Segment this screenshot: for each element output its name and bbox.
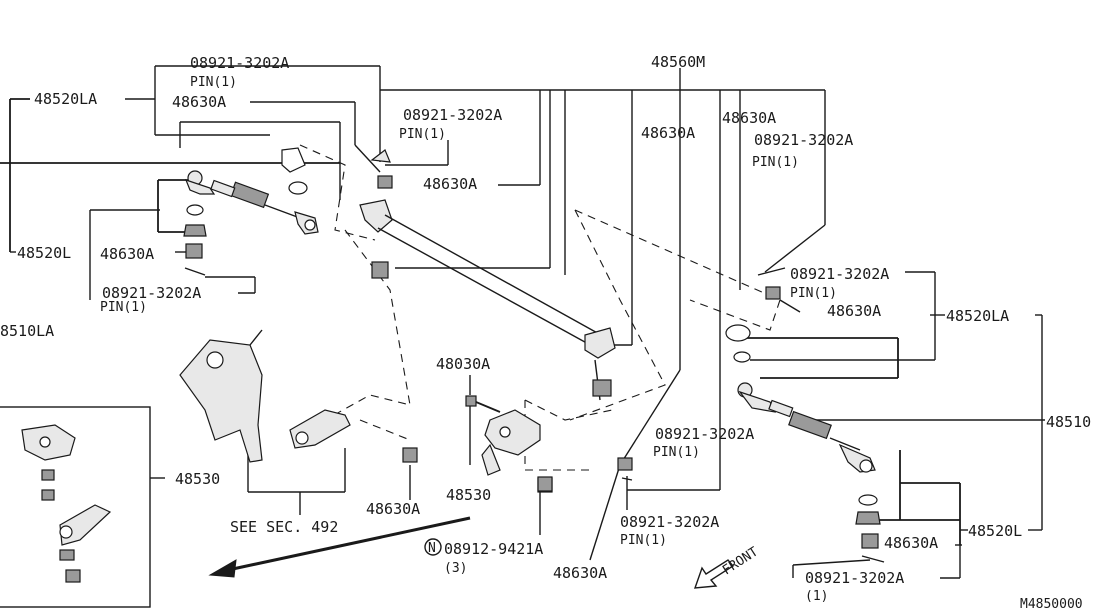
svg-text:N: N [428,541,436,556]
label-48030a: 48030A [436,355,490,373]
label-48630a-upper-center: 48630A [423,175,477,193]
label-front: FRONT [720,544,761,578]
label-48630a-bottom-center: 48630A [553,564,607,582]
label-pin-f: PIN(1) [653,445,700,460]
part-shapes [0,147,885,608]
label-48530-left: 48530 [175,470,220,488]
inset-detail [0,406,151,608]
label-pin-h: (1) [805,589,828,604]
leader-lines [0,65,1045,579]
front-arrow-icon [693,559,735,589]
label-pin-g: PIN(1) [620,533,667,548]
see-section-arrow [208,516,471,578]
label-48510-right: 48510 [1046,413,1091,431]
label-see-sec-492: SEE SEC. 492 [230,518,338,536]
label-48630a-left: 48630A [100,245,154,263]
circled-n-icon: N [424,538,442,556]
label-48520l-left: 48520L [17,244,71,262]
pitman-arm [289,409,418,463]
label-48630a-center: 48630A [641,124,695,142]
label-part-08921-c: 08921-3202A [754,131,853,149]
callout-labels: 48560M 48520LA 48630A 08921-3202A PIN(1)… [0,53,1091,612]
label-part-08921-a: 08921-3202A [190,54,289,72]
label-48510la: 8510LA [0,322,54,340]
bolt-08912 [537,476,553,492]
label-pin-a: PIN(1) [190,75,237,90]
label-part-08921-b: 08921-3202A [403,106,502,124]
left-tie-rod-assembly [183,170,319,276]
relay-rod [377,214,616,397]
label-diagram-code: M4850000 [1020,597,1083,612]
right-tie-rod-assembly [737,382,885,563]
label-part-08921-g: 08921-3202A [620,513,719,531]
label-pin-b: PIN(1) [399,127,446,142]
steering-gear-box [179,329,263,463]
label-48520la-right: 48520LA [946,307,1009,325]
label-48630a-bottom-right: 48630A [884,534,938,552]
label-pin-e: PIN(1) [790,286,837,301]
dashed-assembly-outlines [299,144,781,471]
label-pin-d: PIN(1) [100,300,147,315]
label-48630a-upper-right: 48630A [722,109,776,127]
upper-ball-studs [281,147,393,279]
label-48630a-top-left: 48630A [172,93,226,111]
label-48520la-top-left: 48520LA [34,90,97,108]
label-part-08912: 08912-9421A [444,540,543,558]
label-part-08921-h: 08921-3202A [805,569,904,587]
label-part-08921-f: 08921-3202A [655,425,754,443]
label-qty-08912: (3) [444,561,467,576]
label-48520l-right: 48520L [968,522,1022,540]
label-part-08921-d: 08921-3202A [102,284,201,302]
right-ball-studs [725,267,786,363]
label-48630a-bottom-left: 48630A [366,500,420,518]
label-48630a-right: 48630A [827,302,881,320]
label-pin-c: PIN(1) [752,155,799,170]
label-part-08921-e: 08921-3202A [790,265,889,283]
label-48560m: 48560M [651,53,705,71]
label-48530-center: 48530 [446,486,491,504]
